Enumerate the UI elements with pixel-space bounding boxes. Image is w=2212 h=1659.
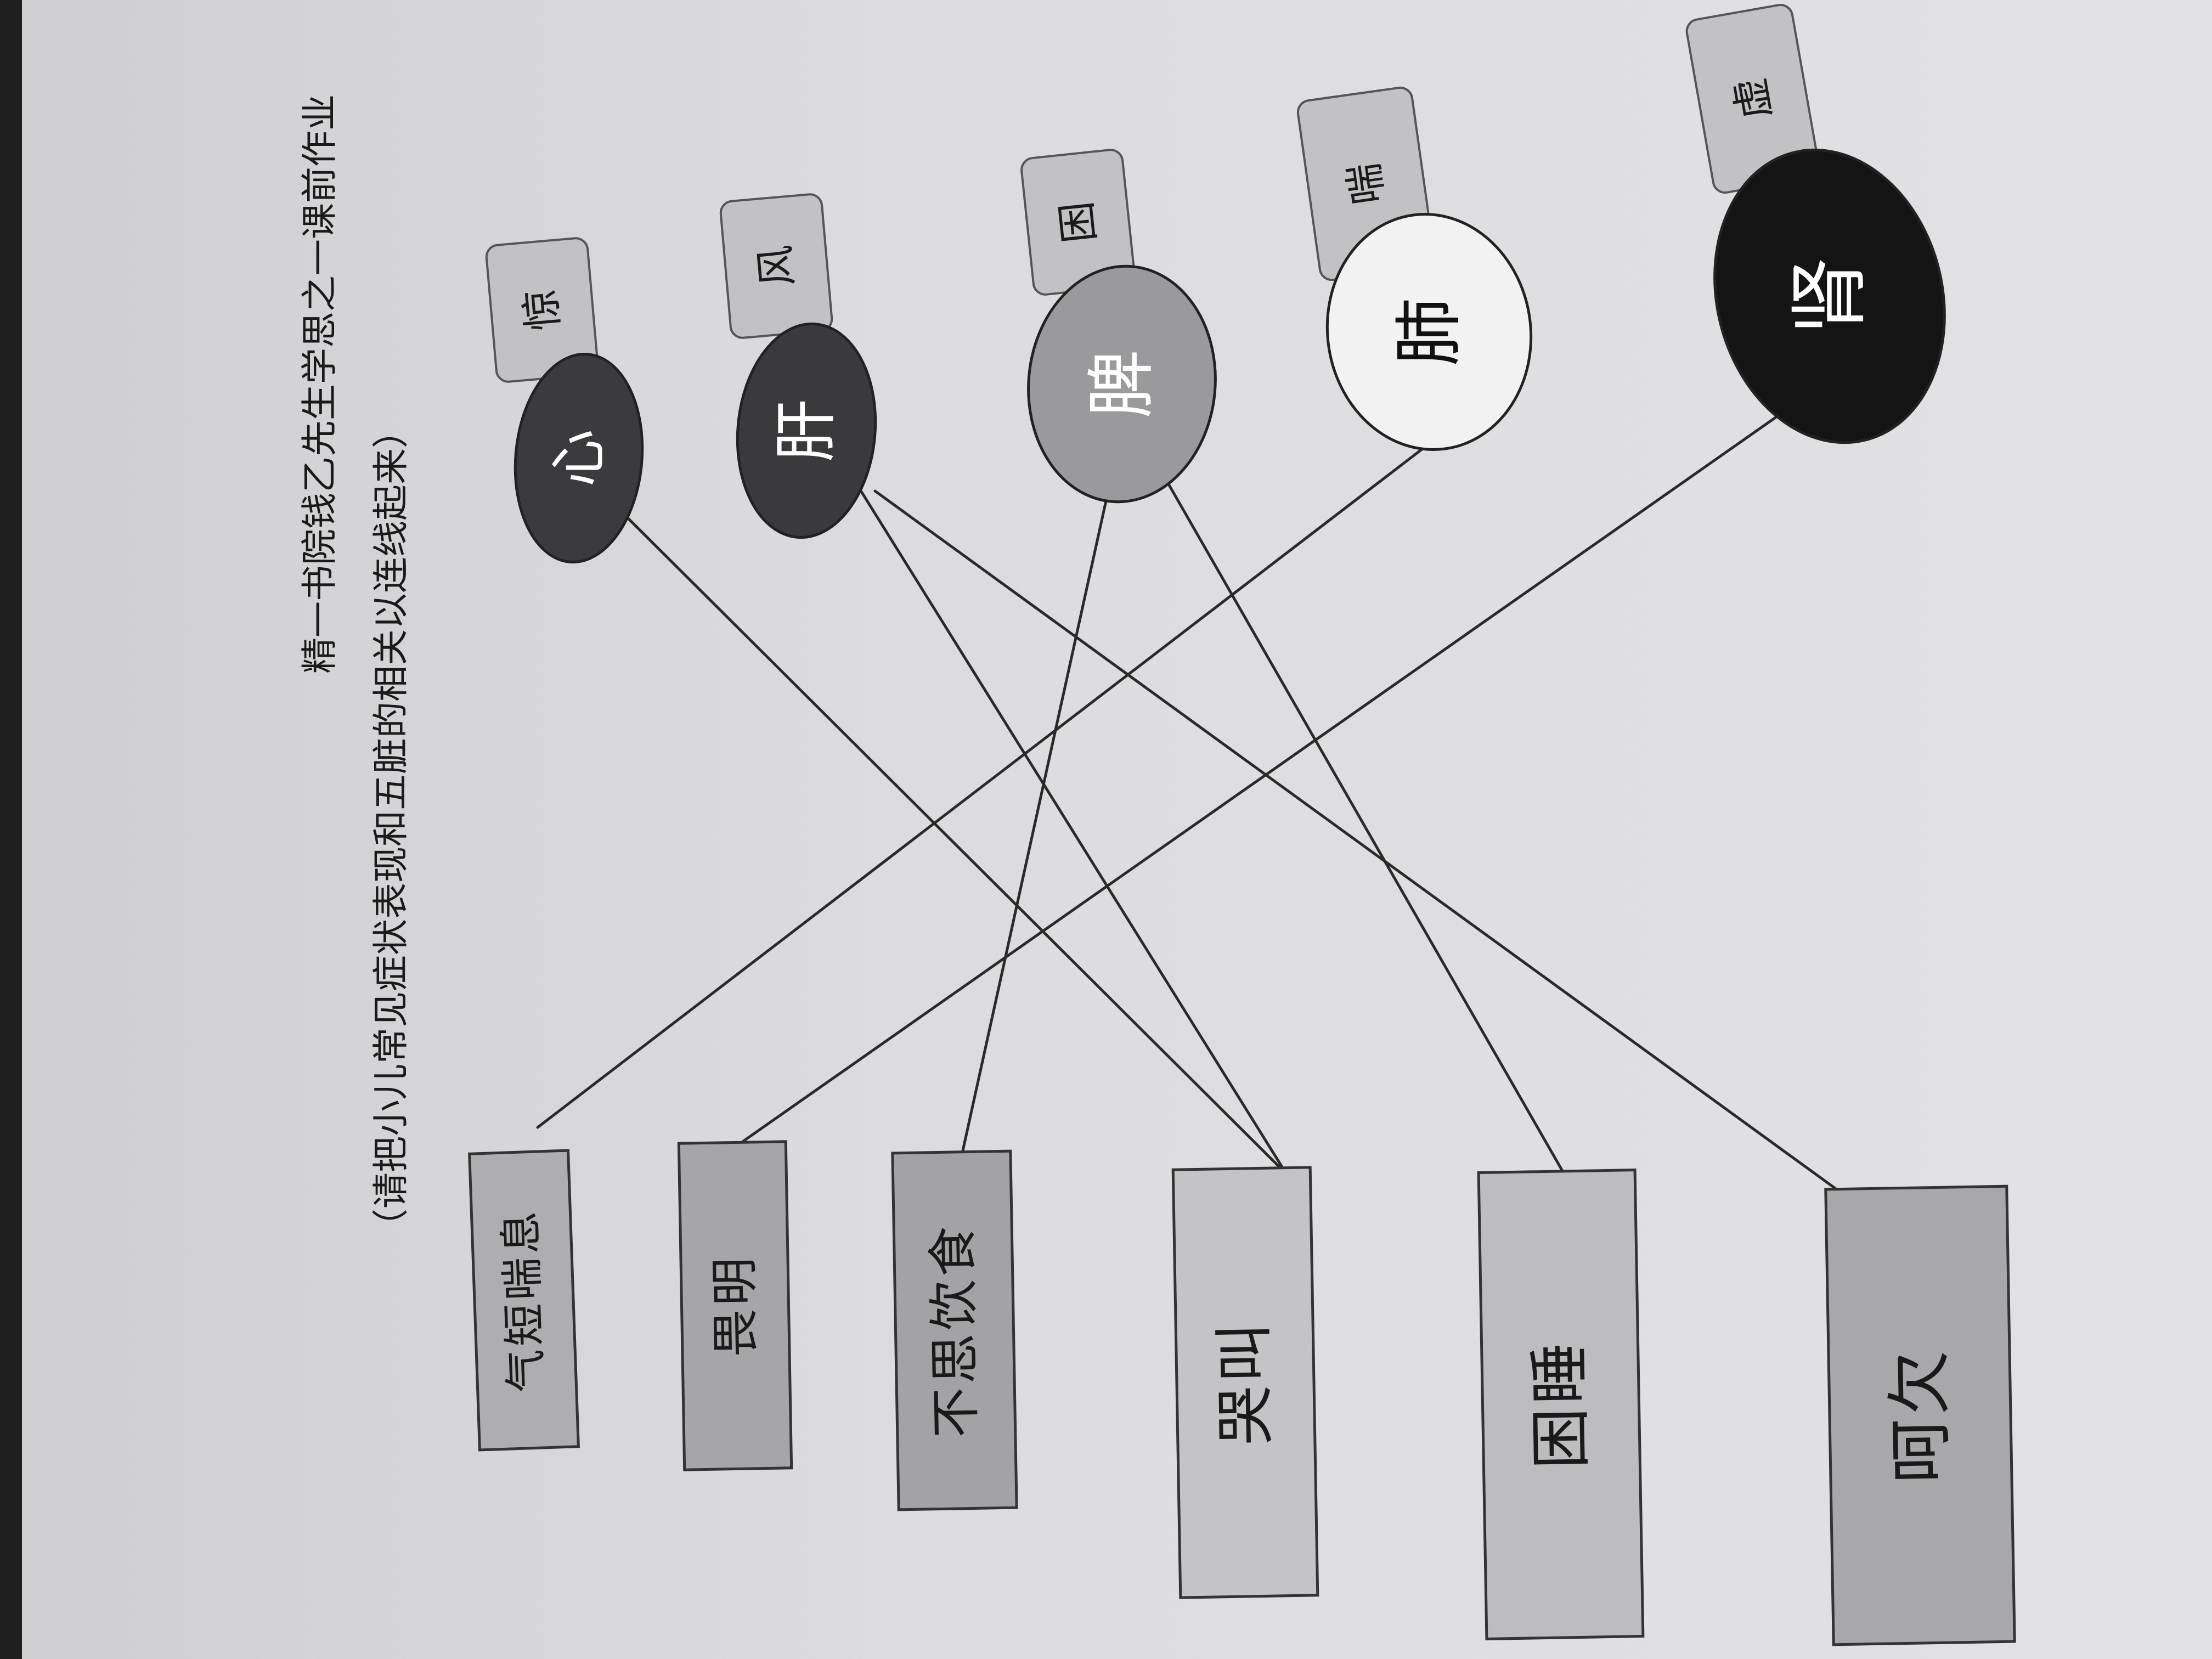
organ-tag-2: 风 (719, 193, 833, 339)
organ-tag-3: 困 (1020, 149, 1136, 296)
symptom-box-1: 气短喘息 (468, 1149, 580, 1452)
organ-ellipse (1027, 264, 1217, 504)
symptom-label: 困睡 (1524, 1339, 1598, 1470)
title-group: 精一书院钱乙先生学思之一课前作业 （请把小儿常见症状表现和五脏的相关以连线起来） (298, 94, 412, 1245)
organ-label: 脾 (1082, 350, 1162, 419)
organ-label: 肾 (1784, 257, 1876, 336)
symptom-box-6: 呵欠 (1824, 1184, 2016, 1646)
organ-tags: 惊 风 困 喘 虚 (485, 3, 1820, 383)
organ-tag-label: 惊 (516, 287, 568, 332)
connection-line-o2-s6 (873, 489, 1859, 1206)
organ-tag-5: 虚 (1685, 3, 1820, 194)
connection-line-o4-s1 (536, 440, 1434, 1129)
connection-line-o2-s4 (854, 481, 1288, 1176)
worksheet-subtitle: （请把小儿常见症状表现和五脏的相关以连线起来） (370, 412, 412, 1245)
organ-node-2: 肝 (736, 322, 877, 539)
symptom-rect (1171, 1166, 1319, 1599)
organ-label: 心 (545, 429, 612, 487)
organ-label: 肝 (770, 399, 843, 462)
connection-line-o1-s4 (618, 509, 1288, 1176)
connection-lines (536, 413, 1859, 1222)
symptom-label: 畏明 (706, 1254, 764, 1358)
organ-ellipse (1325, 213, 1533, 451)
organ-node-4: 肺 (1325, 213, 1533, 451)
organ-nodes: 心 肝 脾 肺 肾 (514, 148, 1946, 564)
symptom-label: 哭叫 (1210, 1319, 1281, 1446)
organ-tag-label: 喘 (1339, 160, 1393, 208)
organ-label: 肺 (1390, 298, 1469, 366)
connection-line-o5-s2 (742, 413, 1782, 1143)
organ-node-5: 肾 (1713, 148, 1946, 444)
symptom-rect (677, 1140, 793, 1471)
symptom-label: 不思饮食 (923, 1222, 986, 1438)
symptom-label: 气短喘息 (496, 1207, 552, 1393)
symptom-rect (468, 1149, 580, 1452)
symptom-rect (1477, 1169, 1645, 1640)
symptom-box-4: 哭叫 (1171, 1166, 1319, 1599)
symptom-box-3: 不思饮食 (891, 1149, 1018, 1511)
symptom-rect (1824, 1184, 2016, 1646)
symptom-boxes: 气短喘息 畏明 不思饮食 哭叫 困睡 呵欠 (468, 1140, 2016, 1646)
organ-ellipse (736, 322, 877, 539)
symptom-box-2: 畏明 (677, 1140, 793, 1471)
organ-node-3: 脾 (1027, 264, 1217, 504)
symptom-box-5: 困睡 (1477, 1169, 1645, 1640)
organ-node-1: 心 (514, 352, 644, 564)
symptom-label: 呵欠 (1881, 1347, 1959, 1484)
connection-line-o3-s3 (958, 489, 1110, 1165)
connection-line-o3-s5 (1161, 473, 1593, 1222)
organ-tag-label: 困 (1052, 199, 1104, 245)
symptom-rect (891, 1149, 1018, 1511)
organ-tag-label: 虚 (1725, 74, 1780, 123)
organ-tag-1: 惊 (485, 237, 599, 383)
organ-tag-label: 风 (751, 244, 802, 289)
organ-ellipse (514, 352, 644, 564)
worksheet-title: 精一书院钱乙先生学思之一课前作业 (298, 94, 341, 674)
